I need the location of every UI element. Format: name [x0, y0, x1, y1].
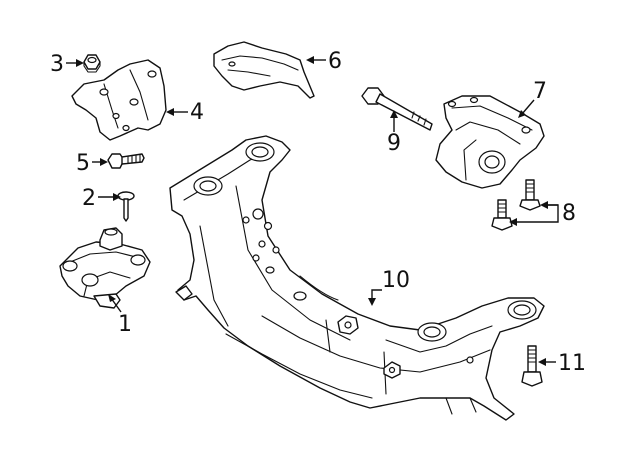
part-2-clip[interactable] [117, 191, 135, 222]
part-11-bolt[interactable] [521, 345, 543, 387]
callout-labels: 1 2 3 4 5 6 7 8 9 10 11 [50, 49, 586, 376]
part-3-nut[interactable] [83, 54, 101, 73]
callout-2: 2 [82, 186, 96, 211]
callout-4: 4 [190, 100, 204, 125]
callout-5: 5 [76, 151, 90, 176]
callout-11: 11 [558, 351, 586, 376]
part-10-subframe[interactable] [169, 135, 545, 421]
callout-7: 7 [533, 79, 547, 104]
part-8-bolts[interactable] [491, 179, 541, 231]
part-4-bracket[interactable] [71, 59, 167, 141]
part-5-bolt[interactable] [107, 153, 145, 169]
callout-9: 9 [387, 131, 401, 156]
callout-10: 10 [382, 268, 410, 293]
callout-3: 3 [50, 52, 64, 77]
part-1-engine-mount[interactable] [59, 227, 151, 309]
callout-8: 8 [562, 201, 576, 226]
part-9-long-bolt[interactable] [361, 87, 433, 131]
part-7-transmission-mount[interactable] [435, 95, 545, 189]
callout-1: 1 [118, 312, 132, 337]
callout-6: 6 [328, 49, 342, 74]
leader-lines [66, 56, 559, 366]
part-6-heat-shield[interactable] [213, 41, 315, 99]
